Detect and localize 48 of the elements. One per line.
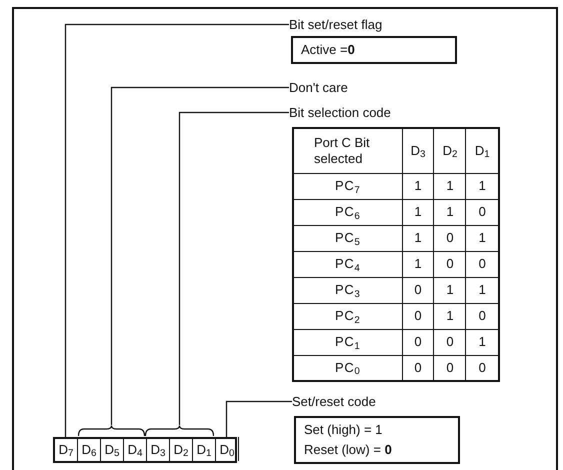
table-cell: PC$_{2}$ bbox=[293, 303, 402, 329]
table-cell: 1 bbox=[434, 277, 466, 303]
leader-label: Don't care bbox=[289, 79, 409, 96]
brace bbox=[78, 425, 145, 436]
leader-label: Bit set/reset flag bbox=[289, 16, 429, 33]
table-cell: 0 bbox=[434, 329, 466, 355]
table-cell: 1 bbox=[402, 173, 434, 199]
table-cell: PC$_{7}$ bbox=[293, 173, 402, 199]
table-cell: 1 bbox=[434, 173, 466, 199]
table-cell: 1 bbox=[402, 225, 434, 251]
table-cell: 0 bbox=[434, 225, 466, 251]
table-cell: 0 bbox=[434, 251, 466, 277]
bit-cell: D$_{4}$ bbox=[124, 437, 147, 461]
table-cell: PC$_{5}$ bbox=[293, 225, 402, 251]
bit-cell: D$_{2}$ bbox=[170, 437, 193, 461]
table-cell: 1 bbox=[402, 199, 434, 225]
table-cell: 0 bbox=[402, 303, 434, 329]
table-cell: PC$_{6}$ bbox=[293, 199, 402, 225]
table-cell: 1 bbox=[402, 251, 434, 277]
value-text: Set (high) = 1 bbox=[304, 421, 384, 439]
register-box bbox=[53, 437, 237, 463]
table-cell: D$_{3}$ bbox=[402, 128, 434, 173]
value-box bbox=[294, 416, 460, 464]
table-cell: 1 bbox=[434, 303, 466, 329]
table-cell: PC$_{3}$ bbox=[293, 277, 402, 303]
table-cell: PC$_{4}$ bbox=[293, 251, 402, 277]
table-cell: D$_{2}$ bbox=[434, 128, 466, 173]
table-cell: 0 bbox=[402, 277, 434, 303]
bit-cell: D$_{3}$ bbox=[147, 437, 170, 461]
bit-cell: D$_{7}$ bbox=[55, 437, 78, 461]
table-cell: PC$_{1}$ bbox=[293, 329, 402, 355]
bit-cell: D$_{0}$ bbox=[216, 437, 239, 461]
table-cell: Port C Bit selected bbox=[293, 128, 402, 173]
leader-line bbox=[110, 86, 289, 425]
value-text: Reset (low) = 0 bbox=[304, 441, 393, 459]
bit-cell: D$_{6}$ bbox=[78, 437, 101, 461]
leader-label: Set/reset code bbox=[292, 393, 432, 410]
leader-line bbox=[64, 24, 289, 437]
value-text: Active =0 bbox=[301, 41, 356, 59]
bit-cell: D$_{5}$ bbox=[101, 437, 124, 461]
leader-line bbox=[226, 400, 292, 437]
table-cell: 1 bbox=[434, 199, 466, 225]
table-cell: 0 bbox=[402, 329, 434, 355]
leader-label: Bit selection code bbox=[289, 104, 429, 121]
leader-line bbox=[178, 112, 289, 425]
value-box bbox=[291, 36, 457, 64]
bit-cell: D$_{1}$ bbox=[193, 437, 216, 461]
brace bbox=[145, 425, 214, 436]
